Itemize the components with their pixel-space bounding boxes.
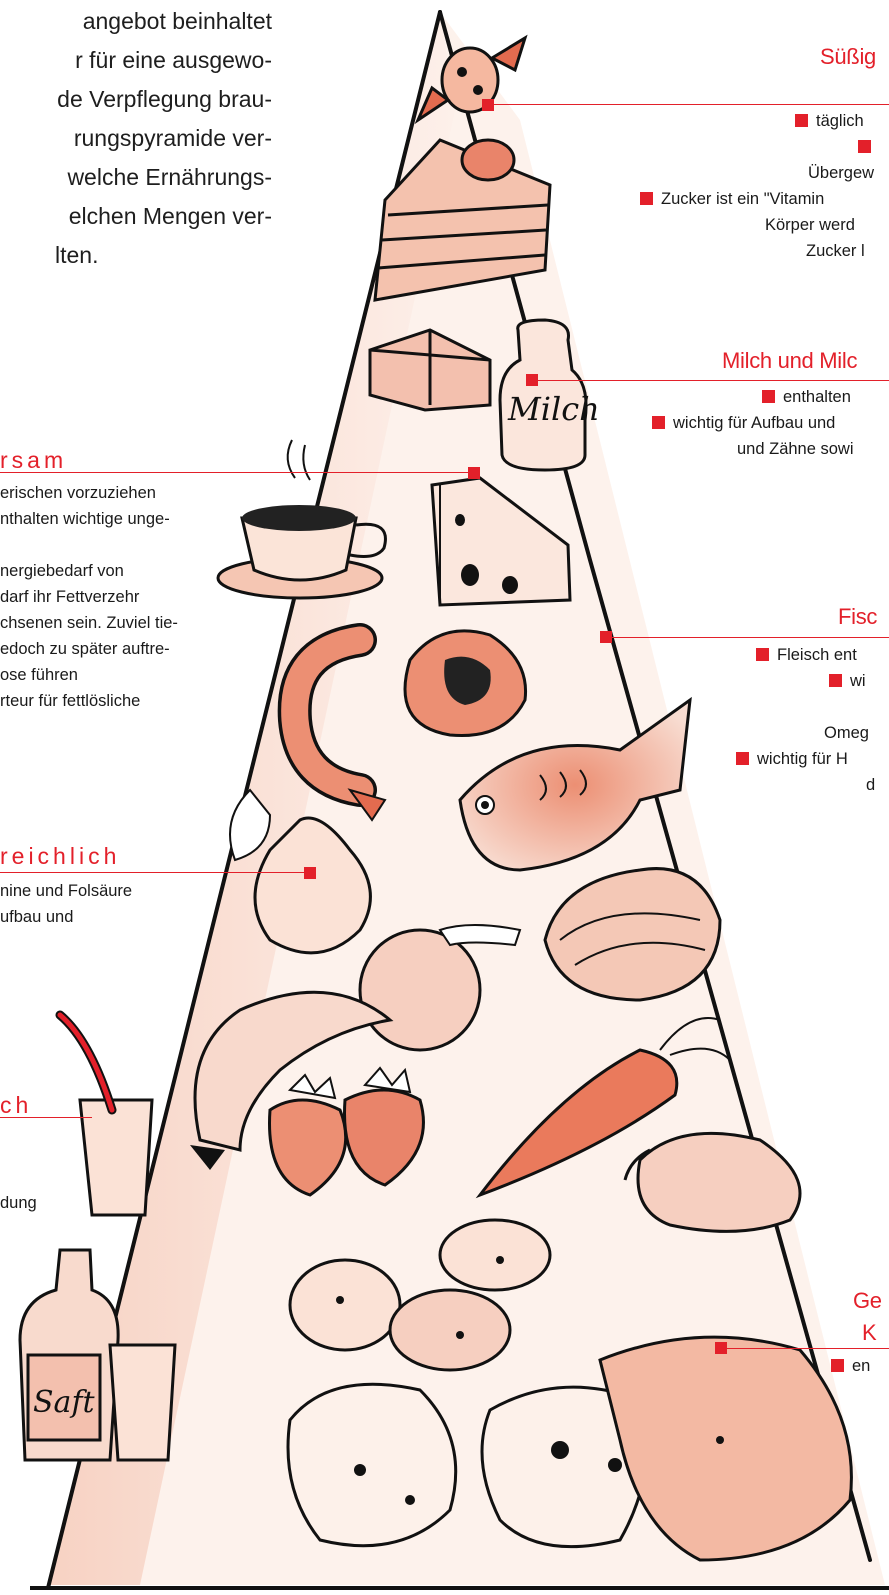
text-line: Zucker ist ein "Vitamin [661,190,824,208]
title-getreide: Ge K [853,1285,882,1349]
marker-obst [304,867,316,879]
text-line: enthalten [783,388,851,406]
text-line: en [852,1357,870,1375]
text-line: Omeg [824,724,869,742]
text-line: darf ihr Fettverzehr [0,584,178,610]
text-getraenke: dung [0,1190,37,1216]
bullet-icon [640,192,653,205]
text-line: nergiebedarf von [0,558,178,584]
leader-line-obst [0,872,310,873]
text-obst: nine und Folsäure ufbau und [0,878,132,930]
text-line: wichtig für Aufbau und [673,414,835,432]
title-milch: Milch und Milc [722,348,857,374]
marker-fett [468,467,480,479]
text-line [0,532,178,558]
text-fisch: Fleisch ent wi Omeg wichtig für H d [736,642,875,798]
text-line: Zucker l [806,242,865,260]
text-line: und Zähne sowi [737,440,854,458]
juice-glass-icon [60,1015,152,1215]
leader-line-suessig [488,104,889,105]
bullet-icon [829,674,842,687]
milk-label: Milch [507,390,600,428]
text-line: d [866,776,875,794]
text-line: täglich [816,112,864,130]
title-fett: rsam [0,447,67,474]
text-line: wichtig für H [757,750,848,768]
marker-milch [526,374,538,386]
text-line: wi [850,672,866,690]
text-line: Fleisch ent [777,646,857,664]
title-line: Ge [853,1285,882,1317]
leader-line-fett [0,472,475,473]
leader-line-milch [530,380,889,381]
text-line: Übergew [808,164,874,182]
text-getreide: en [831,1353,870,1379]
bullet-icon [736,752,749,765]
text-line: nthalten wichtige unge- [0,506,178,532]
title-fisch: Fisc [838,604,877,630]
text-milch: enthalten wichtig für Aufbau und und Zäh… [652,384,854,462]
marker-fisch [600,631,612,643]
text-line: ufbau und [0,904,132,930]
text-line: nine und Folsäure [0,878,132,904]
text-line: dung [0,1190,37,1216]
bullet-icon [831,1359,844,1372]
bullet-icon [762,390,775,403]
text-line: edoch zu später auftre- [0,636,178,662]
bullet-icon [858,140,871,153]
text-line: erischen vorzuziehen [0,480,178,506]
title-suessig: Süßig [820,44,876,70]
title-obst: reichlich [0,843,120,870]
leader-line-fisch [605,637,889,638]
text-suessig: täglich Übergew Zucker ist ein "Vitamin … [640,108,879,264]
text-line: chsenen sein. Zuviel tie- [0,610,178,636]
bullet-icon [652,416,665,429]
juice-label: Saft [33,1385,96,1420]
title-getraenke: ch [0,1092,32,1119]
text-line: Körper werd [765,216,855,234]
text-fett: erischen vorzuziehen nthalten wichtige u… [0,480,178,714]
bullet-icon [756,648,769,661]
text-line: ose führen [0,662,178,688]
text-line: rteur für fettlösliche [0,688,178,714]
meat-icon [405,631,526,736]
title-line: K [853,1317,882,1349]
marker-suessig [482,99,494,111]
marker-getreide [715,1342,727,1354]
bullet-icon [795,114,808,127]
